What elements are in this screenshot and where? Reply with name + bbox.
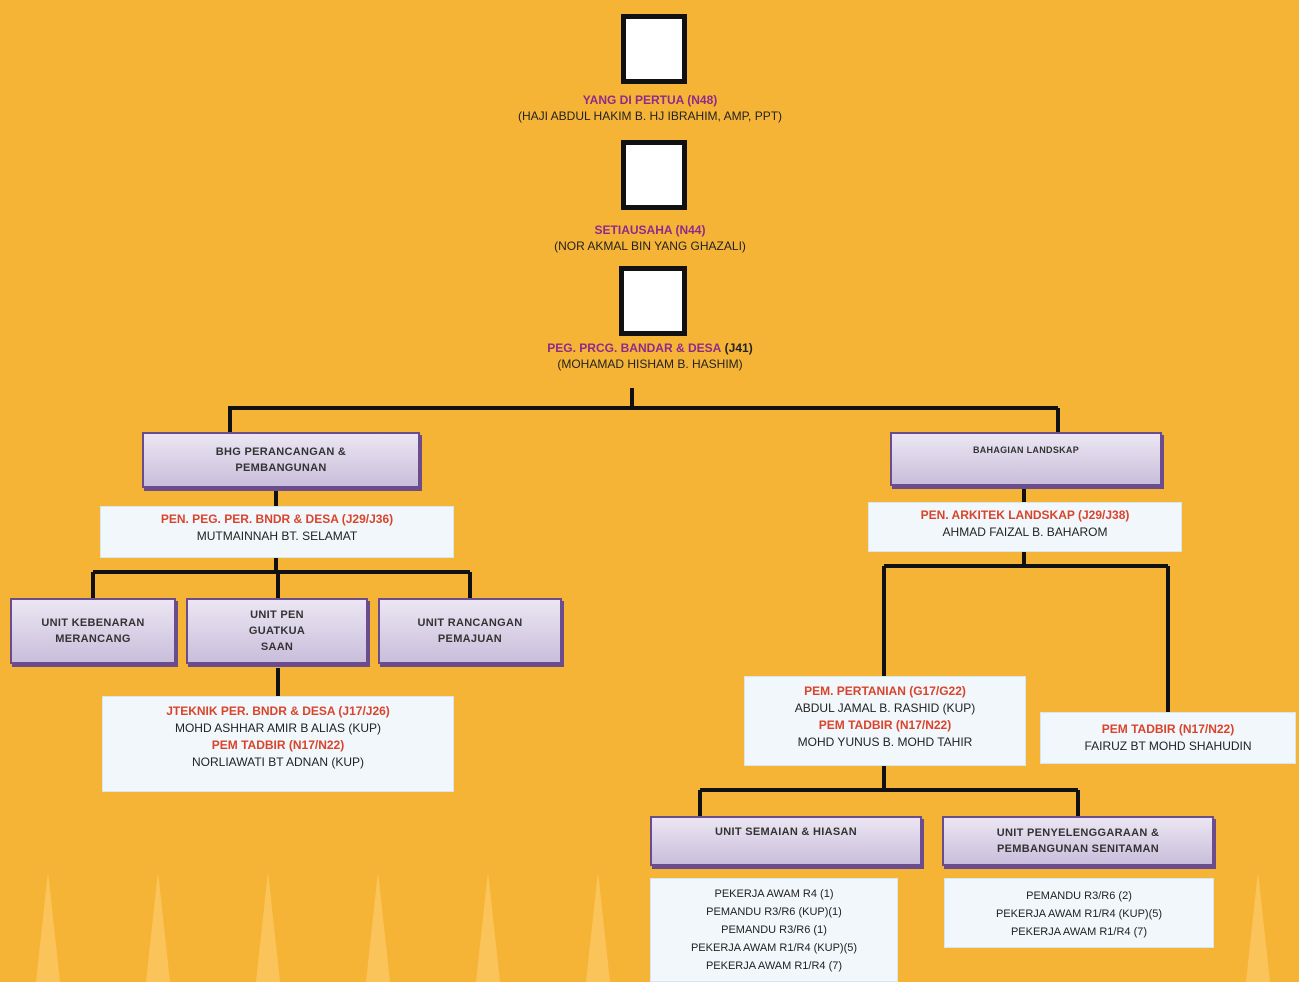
spire-watermark [256,872,280,982]
spire-watermark [1246,872,1270,982]
nursery-workers-card: PEKERJA AWAM R4 (1) PEMANDU R3/R6 (KUP)(… [650,878,898,982]
staff-title: PEM TADBIR (N17/N22) [211,738,345,752]
staff-name: MOHD ASHHAR AMIR B ALIAS (KUP) [174,721,382,735]
agriculture-staff-card: PEM. PERTANIAN (G17/G22) ABDUL JAMAL B. … [744,676,1026,766]
unit-penyelenggaraan: UNIT PENYELENGGARAAN & PEMBANGUNAN SENIT… [942,816,1214,866]
staff-title: PEM TADBIR (N17/N22) [818,718,952,732]
photo-placeholder-planning-officer [619,266,687,336]
spire-watermark [146,872,170,982]
planning-head-card: PEN. PEG. PER. BNDR & DESA (J29/J36) MUT… [100,506,454,558]
secretary-name: (NOR AKMAL BIN YANG GHAZALI) [554,239,746,253]
staff-title: PEM TADBIR (N17/N22) [1101,722,1235,736]
worker-line: PEKERJA AWAM R1/R4 (KUP)(5) [995,908,1163,920]
planning-officer-block: PEG. PRCG. BANDAR & DESA (J41) (MOHAMAD … [400,340,900,372]
staff-name: ABDUL JAMAL B. RASHID (KUP) [794,701,976,715]
unit-label: UNIT SEMAIAN & HIASAN [715,826,857,838]
spire-watermark [366,872,390,982]
unit-label: UNIT KEBENARAN MERANCANG [41,617,145,645]
planning-officer-name: (MOHAMAD HISHAM B. HASHIM) [557,357,743,371]
planning-officer-title: PEG. PRCG. BANDAR & DESA [547,341,722,355]
enforcement-staff-card: JTEKNIK PER. BNDR & DESA (J17/J26) MOHD … [102,696,454,792]
spire-watermark [586,872,610,982]
unit-label: UNIT PENYELENGGARAAN & PEMBANGUNAN SENIT… [996,827,1160,855]
unit-label: UNIT RANCANGAN PEMAJUAN [417,617,523,645]
photo-placeholder-secretary [621,140,687,210]
unit-kebenaran-merancang: UNIT KEBENARAN MERANCANG [10,598,176,664]
spire-watermark [476,872,500,982]
unit-penguatkuasaan: UNIT PENGUATKUASAAN [186,598,368,664]
staff-name: NORLIAWATI BT ADNAN (KUP) [191,755,365,769]
unit-semaian-hiasan: UNIT SEMAIAN & HIASAN [650,816,922,866]
division-label: BHG PERANCANGAN & PEMBANGUNAN [215,446,347,474]
maintenance-workers-card: PEMANDU R3/R6 (2) PEKERJA AWAM R1/R4 (KU… [944,878,1214,948]
staff-name: FAIRUZ BT MOHD SHAHUDIN [1084,739,1252,753]
landscape-head-title: PEN. ARKITEK LANDSKAP (J29/J38) [920,508,1130,522]
secretary-block: SETIAUSAHA (N44) (NOR AKMAL BIN YANG GHA… [400,222,900,254]
worker-line: PEKERJA AWAM R4 (1) [714,888,834,900]
admin-staff-card: PEM TADBIR (N17/N22) FAIRUZ BT MOHD SHAH… [1040,712,1296,764]
worker-line: PEKERJA AWAM R1/R4 (7) [1010,926,1148,938]
staff-title: PEM. PERTANIAN (G17/G22) [804,684,966,698]
chairman-name: (HAJI ABDUL HAKIM B. HJ IBRAHIM, AMP, PP… [517,109,783,123]
planning-head-title: PEN. PEG. PER. BNDR & DESA (J29/J36) [160,512,394,526]
worker-line: PEMANDU R3/R6 (2) [1026,890,1132,902]
secretary-title: SETIAUSAHA (N44) [594,223,706,237]
planning-officer-grade: (J41) [724,341,753,355]
staff-title: JTEKNIK PER. BNDR & DESA (J17/J26) [166,704,390,718]
chairman-title: YANG DI PERTUA (N48) [582,93,718,107]
worker-line: PEKERJA AWAM R1/R4 (KUP)(5) [690,942,858,954]
planning-head-name: MUTMAINNAH BT. SELAMAT [196,529,358,543]
worker-line: PEKERJA AWAM R1/R4 (7) [705,960,843,972]
staff-name: MOHD YUNUS B. MOHD TAHIR [797,735,973,749]
division-planning-development: BHG PERANCANGAN & PEMBANGUNAN [142,432,420,488]
division-label: BAHAGIAN LANDSKAP [972,445,1080,455]
landscape-head-card: PEN. ARKITEK LANDSKAP (J29/J38) AHMAD FA… [868,502,1182,552]
unit-label: UNIT PENGUATKUASAAN [248,609,306,653]
spire-watermark [36,872,60,982]
photo-placeholder-chairman [621,14,687,84]
division-landscape: BAHAGIAN LANDSKAP [890,432,1162,486]
unit-rancangan-pemajuan: UNIT RANCANGAN PEMAJUAN [378,598,562,664]
landscape-head-name: AHMAD FAIZAL B. BAHAROM [942,525,1108,539]
worker-line: PEMANDU R3/R6 (1) [721,924,827,936]
chairman-block: YANG DI PERTUA (N48) (HAJI ABDUL HAKIM B… [400,92,900,124]
worker-line: PEMANDU R3/R6 (KUP)(1) [706,906,842,918]
